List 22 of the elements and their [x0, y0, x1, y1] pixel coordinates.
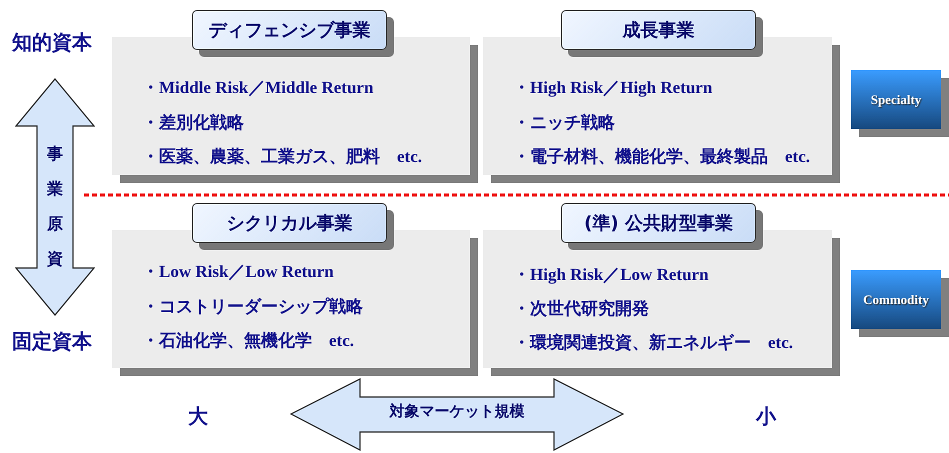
double-arrow: [15, 78, 95, 316]
bullet-text: ・High Risk／Low Return: [513, 264, 709, 286]
bullet-text: ・環境関連投資、新エネルギー etc.: [513, 332, 794, 354]
bullet-text: ・コストリーダーシップ戦略: [142, 296, 363, 318]
bullet-text: ・次世代研究開発: [513, 298, 649, 320]
axis-label: 知的資本: [12, 29, 92, 56]
axis-label: 固定資本: [12, 328, 92, 355]
category-box: Specialty: [851, 70, 941, 129]
bullet-text: ・石油化学、無機化学 etc.: [142, 330, 354, 352]
bullet-text: ・医薬、農薬、工業ガス、肥料 etc.: [142, 146, 422, 168]
bullet-text: ・ニッチ戦略: [513, 112, 615, 134]
bullet-text: ・差別化戦略: [142, 112, 244, 134]
axis-label: 大: [188, 403, 208, 430]
double-arrow: [290, 378, 624, 451]
arrow-label: 対象マーケット規模: [388, 402, 526, 421]
bullet-text: ・Middle Risk／Middle Return: [142, 77, 374, 99]
bullet-text: ・電子材料、機能化学、最終製品 etc.: [513, 146, 810, 168]
bullet-text: ・Low Risk／Low Return: [142, 261, 334, 283]
axis-label: 小: [756, 403, 776, 430]
category-box: Commodity: [851, 270, 941, 329]
arrow-label: 事業原資: [46, 143, 64, 270]
bullet-text: ・High Risk／High Return: [513, 77, 712, 99]
